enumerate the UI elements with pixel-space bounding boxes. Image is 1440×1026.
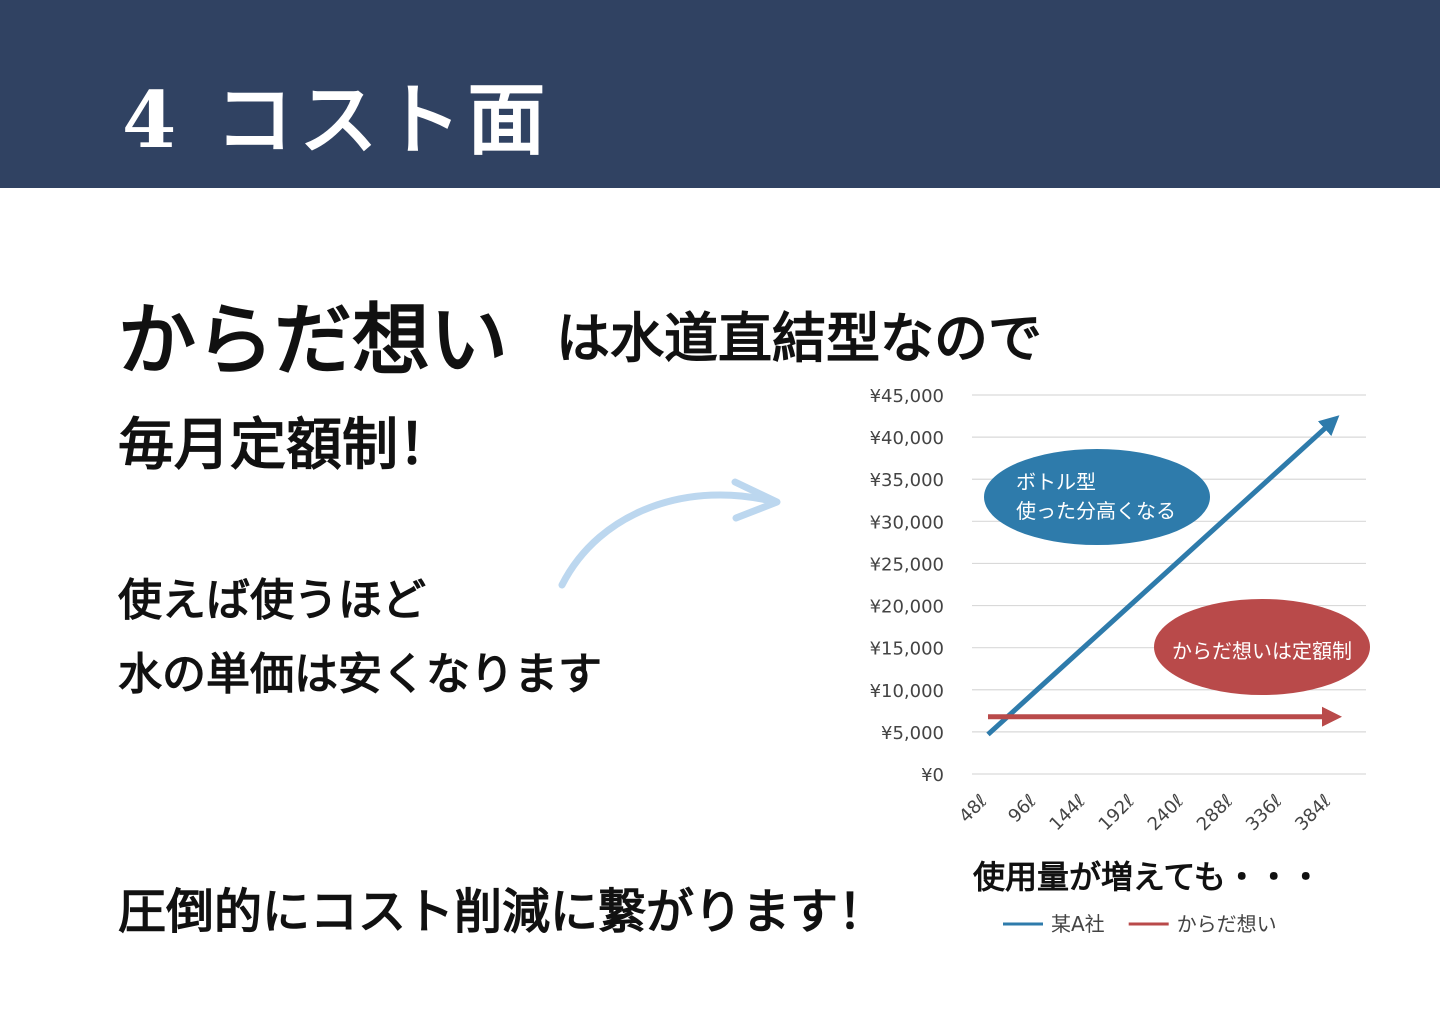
- y-tick-label: ¥30,000: [870, 512, 944, 533]
- headline-rest: は水道直結型なので: [556, 306, 1042, 370]
- x-tick-label: 192ℓ: [1095, 791, 1139, 835]
- usage-text-1: 使えば使うほど: [118, 575, 426, 626]
- chart-series: [986, 415, 1342, 737]
- bottle-type-bubble: [984, 449, 1210, 545]
- headline-brand: からだ想い: [118, 295, 509, 386]
- x-tick-label: 240ℓ: [1144, 791, 1188, 835]
- series-line: [986, 415, 1340, 737]
- x-tick-label: 96ℓ: [1004, 791, 1040, 827]
- x-tick-label: 288ℓ: [1193, 791, 1237, 835]
- legend-label: 某A社: [1051, 912, 1105, 936]
- x-tick-label: 336ℓ: [1242, 791, 1286, 835]
- y-tick-label: ¥20,000: [870, 597, 944, 618]
- y-tick-label: ¥10,000: [870, 681, 944, 702]
- x-axis-label: 使用量が増えても・・・: [972, 858, 1322, 896]
- bottle-type-text: ボトル型: [1016, 470, 1096, 494]
- cost-reduction-text: 圧倒的にコスト削減に繋がります！: [118, 884, 887, 940]
- curved-arrow-icon: [558, 478, 781, 589]
- y-tick-label: ¥45,000: [870, 386, 944, 407]
- cost-chart: ¥0 ¥5,000 ¥10,000 ¥15,000 ¥20,000 ¥25,000 ¥30,…: [870, 386, 1370, 936]
- y-tick-label: ¥35,000: [870, 470, 944, 491]
- legend-label: からだ想い: [1177, 912, 1277, 936]
- bottle-type-text: 使った分高くなる: [1016, 499, 1176, 523]
- x-tick-label: 384ℓ: [1291, 791, 1335, 835]
- y-tick-label: ¥40,000: [870, 428, 944, 449]
- fixed-rate-text: からだ想いは定額制: [1172, 639, 1352, 663]
- slide-title: 4 コスト面: [122, 75, 552, 166]
- y-tick-label: ¥0: [921, 765, 944, 786]
- x-tick-label: 144ℓ: [1045, 791, 1089, 835]
- y-tick-label: ¥5,000: [881, 723, 944, 744]
- y-tick-label: ¥25,000: [870, 554, 944, 575]
- fixed-rate-text: 毎月定額制！: [118, 412, 454, 478]
- x-tick-label: 48ℓ: [955, 791, 991, 827]
- fixed-rate-bubble: [1154, 599, 1370, 695]
- y-tick-label: ¥15,000: [870, 639, 944, 660]
- chart-legend: 某A社 からだ想い: [1003, 912, 1277, 936]
- slide-header: 4 コスト面: [0, 0, 1440, 188]
- usage-text-2: 水の単価は安くなります: [118, 649, 602, 700]
- y-axis-ticks: ¥0 ¥5,000 ¥10,000 ¥15,000 ¥20,000 ¥25,000 ¥30,…: [870, 386, 944, 786]
